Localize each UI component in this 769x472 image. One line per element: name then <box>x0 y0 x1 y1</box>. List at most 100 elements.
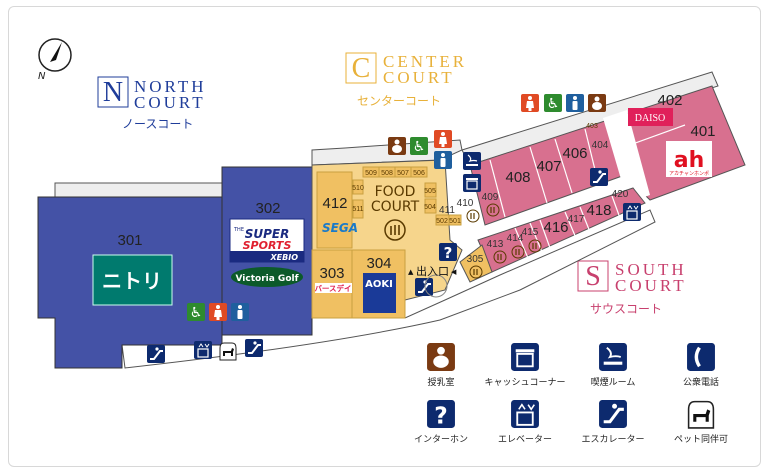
accessible-toilet-icon[interactable] <box>187 303 205 321</box>
south-court-kana: サウスコート <box>590 302 662 316</box>
legend-elevator-icon <box>510 399 540 429</box>
shop-305[interactable] <box>459 244 493 283</box>
xebio-text: XEBIO <box>269 253 298 262</box>
escalator-icon[interactable] <box>589 167 609 187</box>
south-court-label: S SOUTH COURT サウスコート <box>577 260 687 316</box>
entrance-label: 出入口 <box>416 264 449 278</box>
unit-501-label: 501 <box>449 218 461 225</box>
legend: 授乳室 キャッシュコーナー 喫煙ルーム 公衆電話 インターホン エレベーター エ… <box>414 342 728 445</box>
accessible-toilet-icon[interactable] <box>410 137 428 155</box>
north-court-label: N NORTH COURT ノースコート <box>97 76 204 131</box>
escalator-icon[interactable] <box>146 344 166 364</box>
nursing-room-icon[interactable] <box>588 94 606 112</box>
victoria-golf-logo: Victoria Golf <box>231 267 303 287</box>
entrance-arrow-left-icon: ▲ <box>408 268 414 276</box>
north-wall-strip <box>54 182 223 198</box>
unit-302-label: 302 <box>255 200 280 217</box>
female-toilet-icon[interactable] <box>209 303 227 321</box>
south-court-badge <box>577 260 609 292</box>
unit-417-label: 417 <box>568 214 585 225</box>
legend-label: 喫煙ルーム <box>591 376 636 388</box>
unit-305-label: 305 <box>467 254 484 265</box>
legend-label: 授乳室 <box>427 376 454 388</box>
unit-414-label: 414 <box>507 233 524 244</box>
shop-511[interactable] <box>352 199 364 219</box>
unit-504-label: 504 <box>424 204 436 211</box>
dining-icon <box>466 209 480 223</box>
shop-510[interactable] <box>352 179 364 195</box>
unit-502-label: 502 <box>436 218 448 225</box>
aoki-logo: AOKI <box>363 273 396 313</box>
birthday-logo: バースデイ <box>314 283 352 293</box>
shop-412[interactable] <box>316 171 353 249</box>
north-court-badge <box>97 76 129 108</box>
nitori-logo: ニトリ <box>92 254 173 306</box>
super-sports-the: THE <box>233 227 244 233</box>
escalator-icon[interactable] <box>244 338 264 358</box>
unit-401-label: 401 <box>690 123 715 140</box>
akachan-sub-text: アカチャンホンポ <box>669 170 709 177</box>
female-toilet-icon[interactable] <box>521 94 539 112</box>
unit-406-label: 406 <box>562 145 587 162</box>
food-court-line2: COURT <box>371 199 420 215</box>
shop-501[interactable] <box>448 214 462 226</box>
daiso-text: DAISO <box>635 113 666 124</box>
daiso-logo: DAISO <box>628 108 673 126</box>
smoking-room-icon[interactable] <box>462 151 482 171</box>
female-toilet-icon[interactable] <box>434 130 452 148</box>
center-court-line1: CENTER <box>383 52 467 71</box>
unit-505-label: 505 <box>424 188 436 195</box>
unit-402-label: 402 <box>657 92 682 109</box>
legend-label: エレベーター <box>498 434 552 445</box>
entrance[interactable]: ▲ 出入口 ◀ <box>408 264 457 278</box>
aoki-text: AOKI <box>365 279 393 290</box>
unit-511-label: 511 <box>352 206 363 213</box>
unit-507-label: 507 <box>397 170 409 177</box>
unit-416-label: 416 <box>543 219 568 236</box>
food-stalls: 509 508 507 506 510 511 505 504 502 501 … <box>352 166 462 226</box>
nursing-room-icon[interactable] <box>388 137 406 155</box>
unit-415-label: 415 <box>522 227 539 238</box>
atm-icon[interactable] <box>462 173 482 193</box>
unit-303-label: 303 <box>319 265 344 282</box>
pet-allowed-icon[interactable] <box>219 342 237 361</box>
unit-510-label: 510 <box>352 185 364 192</box>
food-court-dining-icon <box>384 219 406 241</box>
unit-407-label: 407 <box>536 158 561 175</box>
food-court-line1: FOOD <box>375 184 416 200</box>
sega-logo: SEGA <box>322 221 358 235</box>
super-sports-xebio-logo: THE SUPER SPORTS XEBIO <box>229 218 305 263</box>
north-court-kana: ノースコート <box>122 117 193 131</box>
nitori-text: ニトリ <box>102 269 162 293</box>
male-toilet-icon[interactable] <box>231 303 249 321</box>
legend-intercom-icon <box>427 400 455 430</box>
unit-420-label: 420 <box>612 189 629 200</box>
shop-506[interactable] <box>410 166 428 178</box>
entrance-arrow-right-icon: ◀ <box>451 268 457 276</box>
intercom-icon[interactable] <box>439 243 457 262</box>
elevator-icon[interactable] <box>193 340 213 360</box>
escalator-icon[interactable] <box>414 277 434 297</box>
center-court-letter: C <box>352 53 371 84</box>
unit-509-label: 509 <box>365 170 377 177</box>
legend-label: 公衆電話 <box>683 376 719 388</box>
south-court-letter: S <box>585 261 601 292</box>
center-court-label: C CENTER COURT センターコート <box>345 52 467 108</box>
elevator-icon[interactable] <box>622 202 642 222</box>
shop-505[interactable] <box>424 182 437 198</box>
accessible-toilet-icon[interactable] <box>544 94 562 112</box>
male-toilet-icon[interactable] <box>566 94 584 112</box>
legend-atm-icon <box>510 342 540 372</box>
compass-label: N <box>38 71 46 82</box>
south-court-line1: SOUTH <box>615 260 687 279</box>
unit-410-label: 410 <box>457 198 474 209</box>
south-upper-block <box>469 85 746 226</box>
male-toilet-icon[interactable] <box>434 151 452 169</box>
shop-504[interactable] <box>424 198 437 214</box>
north-court-letter: N <box>103 77 123 108</box>
legend-smoking-room-icon <box>598 342 628 372</box>
entrance-revolving-door <box>424 274 448 298</box>
unit-412-label: 412 <box>322 195 347 212</box>
unit-508-label: 508 <box>381 170 393 177</box>
